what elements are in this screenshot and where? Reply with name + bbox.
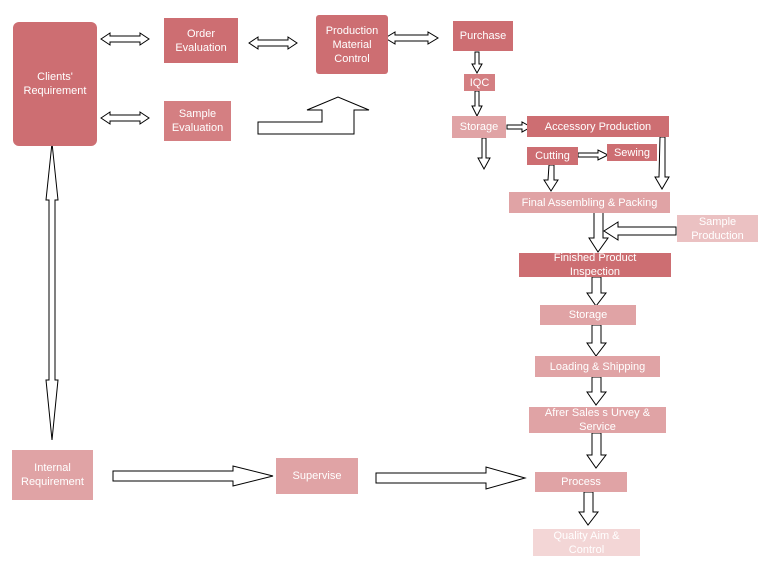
node-purchase: Purchase [453,21,513,51]
arrow-internal-supervise [112,465,274,487]
arrow-pmc-purchase [384,31,439,45]
node-quality-aim-control: Quality Aim & Control [533,529,640,556]
arrow-supervise-process [375,466,527,490]
arrow-storage-loading [586,324,608,357]
arrow-clients-order [100,32,150,46]
node-sample-production: Sample Production [677,215,758,242]
node-order-evaluation: Order Evaluation [164,18,238,63]
node-finished-product-inspection: Finished Product Inspection [519,252,671,278]
node-storage-1: Storage [452,116,506,138]
arrow-storage-accessory [506,121,533,133]
arrow-final-inspection [588,211,609,253]
arrow-sample-to-pmc [257,96,370,135]
arrow-order-pmc [248,36,298,50]
node-final-assembling-packing: Final Assembling & Packing [509,192,670,213]
arrow-process-quality [578,491,600,526]
node-loading-shipping: Loading & Shipping [535,356,660,377]
arrow-accessory-final [654,136,670,190]
arrow-clients-internal [45,142,59,441]
node-production-material-control: Production Material Control [316,15,388,74]
arrow-clients-sample [100,111,150,125]
arrow-cutting-sewing [577,149,610,161]
arrow-iqc-storage [471,90,483,118]
arrow-aftersales-process [586,432,608,469]
node-process: Process [535,472,627,492]
node-cutting: Cutting [527,147,578,165]
arrow-loading-aftersales [586,376,608,406]
node-internal-requirement: Internal Requirement [12,450,93,500]
node-storage-2: Storage [540,305,636,325]
arrow-sample-prod-final [603,221,677,241]
arrow-cutting-final [543,164,559,192]
arrow-inspection-storage [586,276,608,307]
node-clients-requirement: Clients' Requirement [13,22,97,146]
arrow-storage-down [477,137,491,171]
node-accessory-production: Accessory Production [527,116,669,137]
node-iqc: IQC [464,74,495,91]
node-sample-evaluation: Sample Evaluation [164,101,231,141]
node-after-sales-survey: Afrer Sales s Urvey & Service [529,407,666,433]
node-sewing: Sewing [607,144,657,161]
node-supervise: Supervise [276,458,358,494]
arrow-purchase-iqc [471,51,483,75]
